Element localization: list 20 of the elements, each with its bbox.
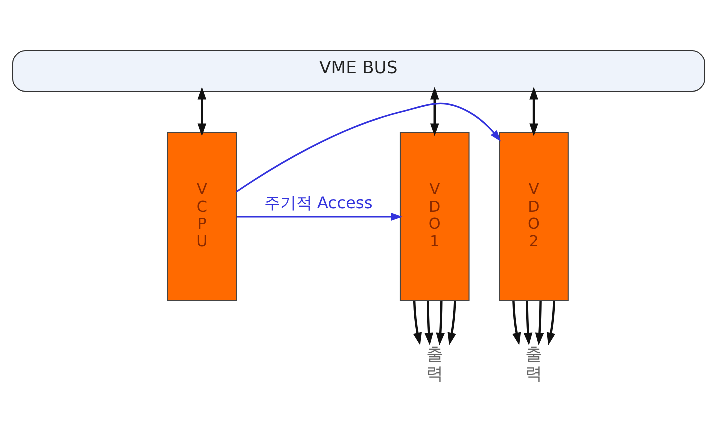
arrow [436,301,445,346]
node-box: VME BUS [12,50,706,92]
arrow [236,102,502,193]
arrow [413,301,422,346]
arrow [198,87,207,136]
edge-label: 주기적 Access [264,194,373,213]
arrow [546,301,556,346]
node-text: 출력 [426,345,444,384]
arrow [237,212,403,221]
arrow [524,301,533,346]
node-box: V D O 2 [499,132,569,302]
arrow [430,87,440,136]
arrow [535,301,544,346]
arrow [424,301,434,346]
arrow [448,301,456,346]
node-text: 출력 [526,345,543,384]
node-box: V D O 1 [400,132,470,302]
arrow [530,87,538,136]
arrow [512,301,522,346]
node-box: V C P U [167,132,238,302]
